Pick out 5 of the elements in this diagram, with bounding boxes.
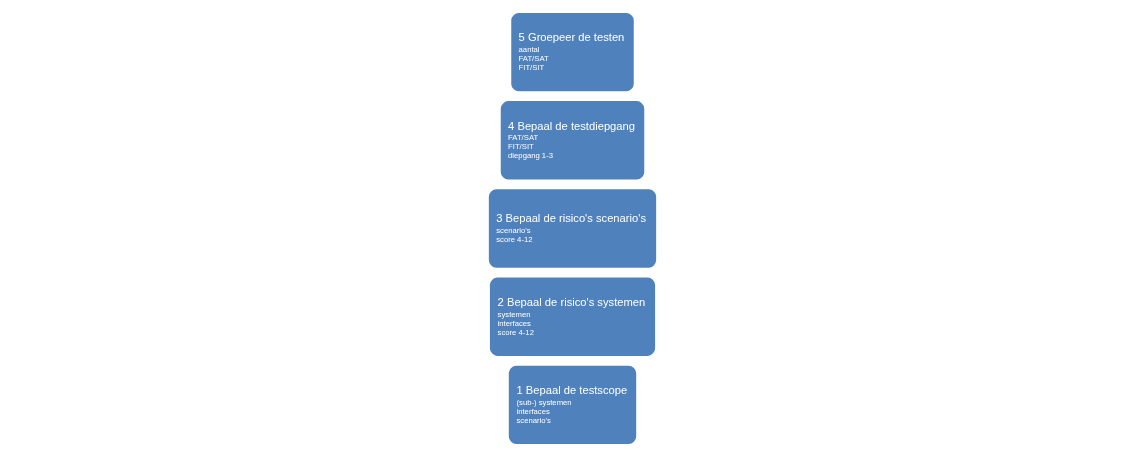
node-box: 3 Bepaal de risico's scenario's scenario's score 4-12 xyxy=(486,187,659,270)
node-box: 5 Groepeer de testen aantal FAT/SAT FIT/SIT xyxy=(509,10,636,94)
node-box: 1 Bepaal de testscope (sub-) systemen interfaces scenario's xyxy=(506,363,639,447)
node-box: 4 Bepaal de testdiepgang FAT/SAT FIT/SIT diepgang 1-3 xyxy=(498,99,647,182)
node-box: 2 Bepaal de risico's systemen systemen interfaces score 4-12 xyxy=(487,275,658,358)
